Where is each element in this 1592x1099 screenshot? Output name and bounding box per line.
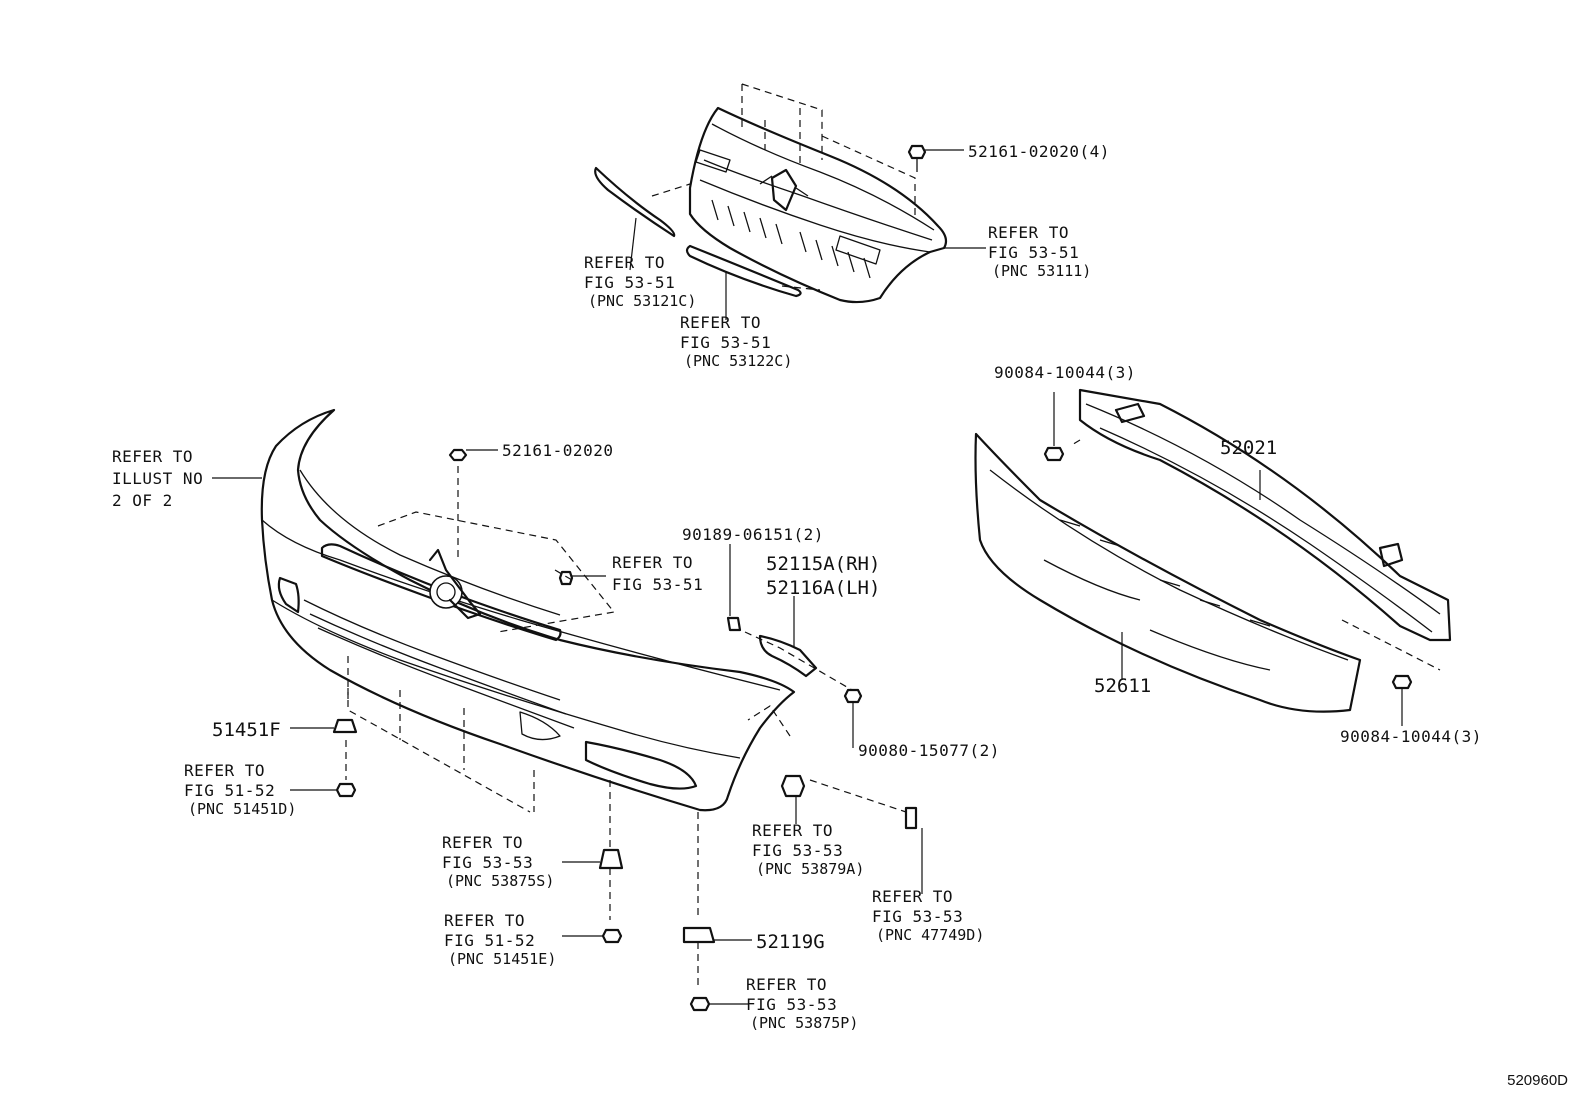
fig5152-b-fig: FIG 51-52 [444,931,535,950]
front-bumper-cover-illustration [212,408,907,990]
emblem-refer-fig: FIG 53-51 [612,575,703,594]
bumper-illust-no: ILLUST NO [112,469,203,488]
bumper-retainer-illustration [726,544,923,894]
bumper-illust-refer: REFER TO [112,447,193,466]
fig5353-d-refer: REFER TO [746,975,827,994]
grille-refer-label: REFER TO [988,223,1069,242]
fig5152-b-pnc: (PNC 51451E) [448,950,556,968]
fig5152-a-refer: REFER TO [184,761,265,780]
fig5353-c-fig: FIG 53-53 [872,907,963,926]
emblem-refer: REFER TO [612,553,693,572]
lower-fasteners-illustration [290,718,752,1012]
grille-refer-fig: FIG 53-51 [988,243,1079,262]
bumper-clip-label: 52161-02020 [502,441,613,460]
molding-left-refer: REFER TO [584,253,665,272]
retainer-screw-label: 90189-06151(2) [682,525,824,544]
diagram-labels: 52161-02020(4) REFER TO FIG 53-51 (PNC 5… [112,142,1482,1032]
reinforcement-label: 52021 [1220,437,1277,459]
fig5353-c-refer: REFER TO [872,887,953,906]
fig5152-a-fig: FIG 51-52 [184,781,275,800]
reinforcement-bolt-bottom-label: 90084-10044(3) [1340,727,1482,746]
fig5353-d-fig: FIG 53-53 [746,995,837,1014]
fig5353-b-pnc: (PNC 53879A) [756,860,864,878]
molding-lower-fig: FIG 53-51 [680,333,771,352]
absorber-label: 52611 [1094,675,1151,697]
fig5152-a-pnc: (PNC 51451D) [188,800,296,818]
molding-lower-pnc: (PNC 53122C) [684,352,792,370]
retainer-rh-label: 52115A(RH) [766,553,880,575]
fig5353-a-fig: FIG 53-53 [442,853,533,872]
fig5353-d-pnc: (PNC 53875P) [750,1014,858,1032]
retainer-lh-label: 52116A(LH) [766,577,880,599]
fig5353-a-refer: REFER TO [442,833,523,852]
fig5353-b-fig: FIG 53-53 [752,841,843,860]
fig5353-a-pnc: (PNC 53875S) [446,872,554,890]
grille-refer-pnc: (PNC 53111) [992,262,1091,280]
illustration-code: 520960D [1507,1072,1568,1089]
fig5152-b-refer: REFER TO [444,911,525,930]
fig5353-c-pnc: (PNC 47749D) [876,926,984,944]
molding-lower-refer: REFER TO [680,313,761,332]
molding-left-pnc: (PNC 53121C) [588,292,696,310]
retainer-bolt-label: 90080-15077(2) [858,741,1000,760]
radiator-grille-illustration [594,83,986,320]
molding-left-fig: FIG 53-51 [584,273,675,292]
support-label: 52119G [756,931,825,953]
grille-clip-label: 52161-02020(4) [968,142,1110,161]
fig5353-b-refer: REFER TO [752,821,833,840]
lower-cover-label: 51451F [212,719,281,741]
bumper-illust-page: 2 OF 2 [112,491,173,510]
bumper-reinforcement-illustration [974,388,1452,726]
reinforcement-bolt-top-label: 90084-10044(3) [994,363,1136,382]
